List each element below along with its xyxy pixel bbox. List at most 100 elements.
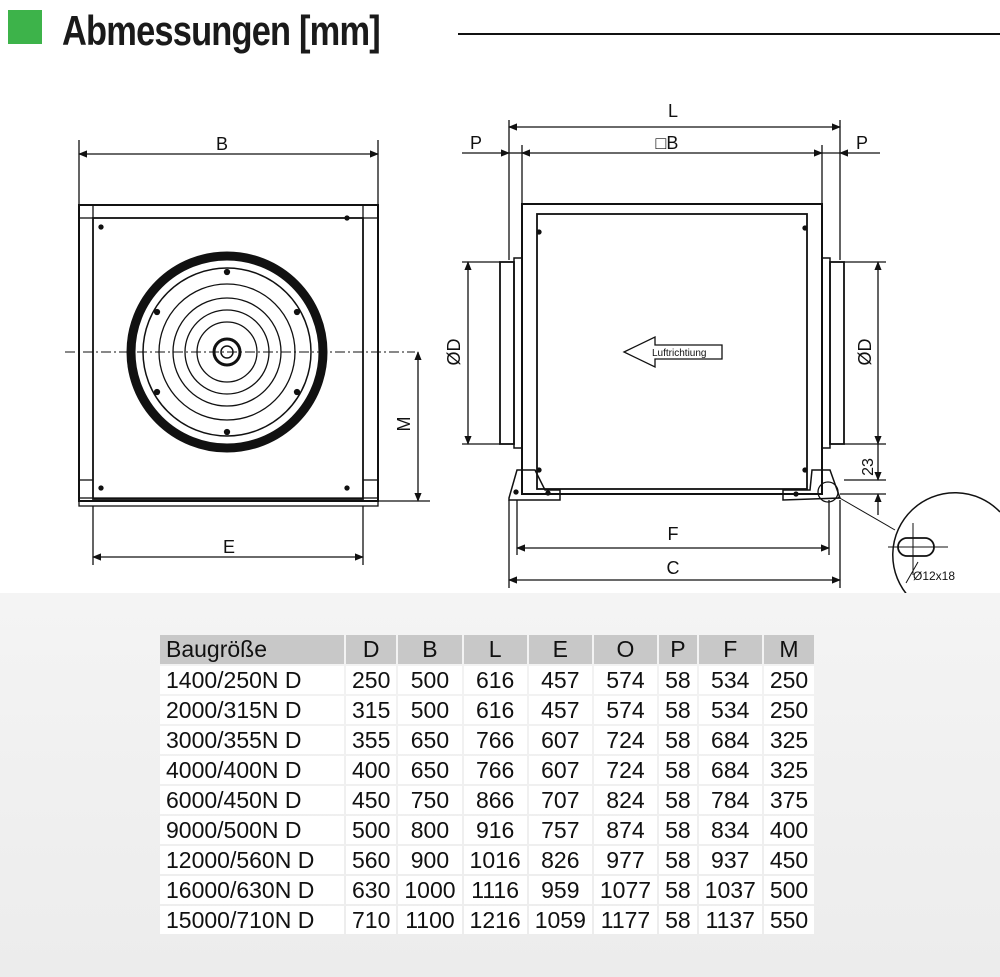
table-row: 1400/250N D 250 500 616 457 574 58 534 2… (160, 666, 815, 694)
table-cell: 937 (698, 846, 762, 874)
table-cell: 457 (528, 696, 592, 724)
table-cell: 500 (398, 696, 462, 724)
label-l: L (668, 101, 678, 121)
table-cell: 1116 (463, 876, 527, 904)
table-cell: 250 (763, 666, 815, 694)
table-cell: 12000/560N D (160, 846, 344, 874)
table-cell: 650 (398, 726, 462, 754)
table-cell: 250 (346, 666, 397, 694)
label-23: 23 (860, 458, 877, 476)
table-row: 4000/400N D 400 650 766 607 724 58 684 3… (160, 756, 815, 784)
table-cell: 58 (659, 816, 697, 844)
col-header: Baugröße (160, 635, 344, 664)
outlet-flange (829, 261, 845, 445)
title-divider (458, 33, 1000, 35)
table-cell: 550 (763, 906, 815, 934)
table-cell: 757 (528, 816, 592, 844)
table-cell: 500 (398, 666, 462, 694)
table-cell: 959 (528, 876, 592, 904)
label-e: E (223, 537, 235, 557)
table-cell: 684 (698, 756, 762, 784)
side-view (462, 120, 1000, 599)
table-cell: 1037 (698, 876, 762, 904)
table-cell: 1400/250N D (160, 666, 344, 694)
table-cell: 457 (528, 666, 592, 694)
table-cell: 826 (528, 846, 592, 874)
table-cell: 1000 (398, 876, 462, 904)
col-header: L (463, 635, 527, 664)
table-cell: 707 (528, 786, 592, 814)
label-hole: Ø12x18 (913, 569, 955, 583)
table-cell: 684 (698, 726, 762, 754)
table-cell: 500 (346, 816, 397, 844)
table-cell: 16000/630N D (160, 876, 344, 904)
table-cell: 58 (659, 846, 697, 874)
table-cell: 916 (463, 816, 527, 844)
table-cell: 616 (463, 666, 527, 694)
table-row: 15000/710N D 710 1100 1216 1059 1177 58 … (160, 906, 815, 934)
col-header: B (398, 635, 462, 664)
table-cell: 1016 (463, 846, 527, 874)
table-cell: 766 (463, 726, 527, 754)
label-c: C (667, 558, 680, 578)
table-cell: 58 (659, 726, 697, 754)
table-cell: 650 (398, 756, 462, 784)
table-cell: 1077 (593, 876, 658, 904)
front-view (65, 140, 430, 565)
table-cell: 900 (398, 846, 462, 874)
label-p-left: P (470, 133, 482, 153)
table-cell: 834 (698, 816, 762, 844)
table-cell: 574 (593, 696, 658, 724)
table-cell: 630 (346, 876, 397, 904)
table-row: 2000/315N D 315 500 616 457 574 58 534 2… (160, 696, 815, 724)
label-d-right: ØD (855, 338, 875, 365)
label-d-left: ØD (444, 338, 464, 365)
table-cell: 58 (659, 756, 697, 784)
table-cell: 977 (593, 846, 658, 874)
table-cell: 58 (659, 906, 697, 934)
table-header-row: Baugröße D B L E O P F M (160, 635, 815, 664)
table-cell: 250 (763, 696, 815, 724)
label-b-front: B (216, 134, 228, 154)
table-cell: 58 (659, 876, 697, 904)
table-cell: 866 (463, 786, 527, 814)
col-header: O (593, 635, 658, 664)
table-cell: 6000/450N D (160, 786, 344, 814)
table-cell: 800 (398, 816, 462, 844)
table-cell: 724 (593, 756, 658, 784)
table-cell: 750 (398, 786, 462, 814)
table-cell: 574 (593, 666, 658, 694)
table-cell: 315 (346, 696, 397, 724)
col-header: F (698, 635, 762, 664)
col-header: E (528, 635, 592, 664)
table-cell: 1177 (593, 906, 658, 934)
table-cell: 9000/500N D (160, 816, 344, 844)
table-cell: 1216 (463, 906, 527, 934)
technical-drawing: B E L P P □B F C M ØD ØD 23 Luftrichtiun… (65, 101, 1000, 599)
table-cell: 450 (346, 786, 397, 814)
table-cell: 450 (763, 846, 815, 874)
inlet-flange (499, 261, 515, 445)
table-cell: 1137 (698, 906, 762, 934)
table-cell: 766 (463, 756, 527, 784)
col-header: P (659, 635, 697, 664)
table-cell: 534 (698, 666, 762, 694)
table-cell: 1100 (398, 906, 462, 934)
table-row: 3000/355N D 355 650 766 607 724 58 684 3… (160, 726, 815, 754)
table-cell: 710 (346, 906, 397, 934)
label-m: M (394, 417, 414, 432)
label-airflow: Luftrichtiung (652, 348, 706, 359)
table-cell: 4000/400N D (160, 756, 344, 784)
table-cell: 784 (698, 786, 762, 814)
col-header: D (346, 635, 397, 664)
label-f: F (668, 524, 679, 544)
table-cell: 2000/315N D (160, 696, 344, 724)
housing-front (78, 204, 379, 502)
table-cell: 58 (659, 666, 697, 694)
table-cell: 400 (346, 756, 397, 784)
table-cell: 1059 (528, 906, 592, 934)
table-row: 9000/500N D 500 800 916 757 874 58 834 4… (160, 816, 815, 844)
label-b-square: □B (656, 133, 679, 153)
airflow-arrow (622, 335, 723, 369)
table-cell: 58 (659, 786, 697, 814)
